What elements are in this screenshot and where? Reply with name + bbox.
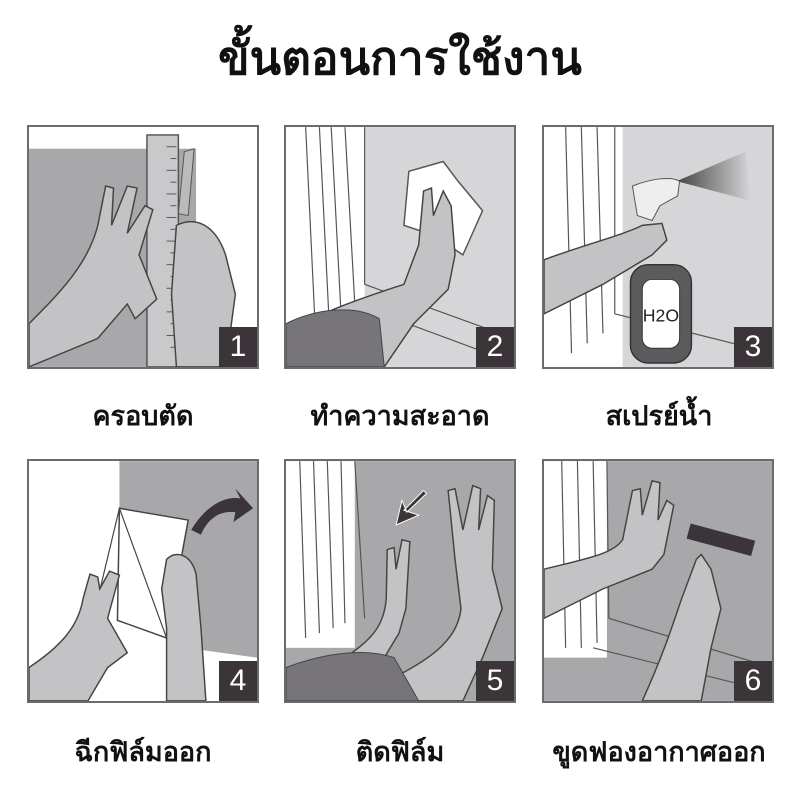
step-6-label: ขูดฟองอากาศออก [552, 737, 766, 768]
step-6-panel: 6 [542, 459, 774, 703]
step-number-badge: 1 [219, 327, 257, 367]
spray-water-illustration: H2O [544, 127, 772, 367]
step-4-label: ฉีกฟิล์มออก [74, 737, 212, 768]
squeegee-illustration [544, 461, 772, 701]
step-2-panel: 2 [284, 125, 516, 369]
step-1-panel: 1 [27, 125, 259, 369]
step-2-label: ทำความสะอาด [310, 401, 490, 432]
step-3-label: สเปรย์น้ำ [605, 401, 713, 432]
page-title: ขั้นตอนการใช้งาน [218, 31, 582, 85]
step-number-badge: 3 [734, 327, 772, 367]
peel-film-illustration [29, 461, 257, 701]
ruler-cutting-illustration [29, 134, 257, 367]
step-number-badge: 6 [734, 661, 772, 701]
wiping-window-illustration [286, 127, 514, 367]
step-3-panel: H2O 3 [542, 125, 774, 369]
step-number-badge: 5 [476, 661, 514, 701]
bottle-label: H2O [643, 306, 679, 326]
step-number-badge: 4 [219, 661, 257, 701]
step-4-panel: 4 [27, 459, 259, 703]
step-5-label: ติดฟิล์ม [355, 737, 445, 768]
step-number-badge: 2 [476, 327, 514, 367]
arrow-down-left-icon [395, 489, 428, 526]
apply-film-illustration [286, 461, 514, 701]
step-1-label: ครอบตัด [92, 401, 194, 432]
step-5-panel: 5 [284, 459, 516, 703]
curved-arrow-icon [191, 488, 254, 535]
